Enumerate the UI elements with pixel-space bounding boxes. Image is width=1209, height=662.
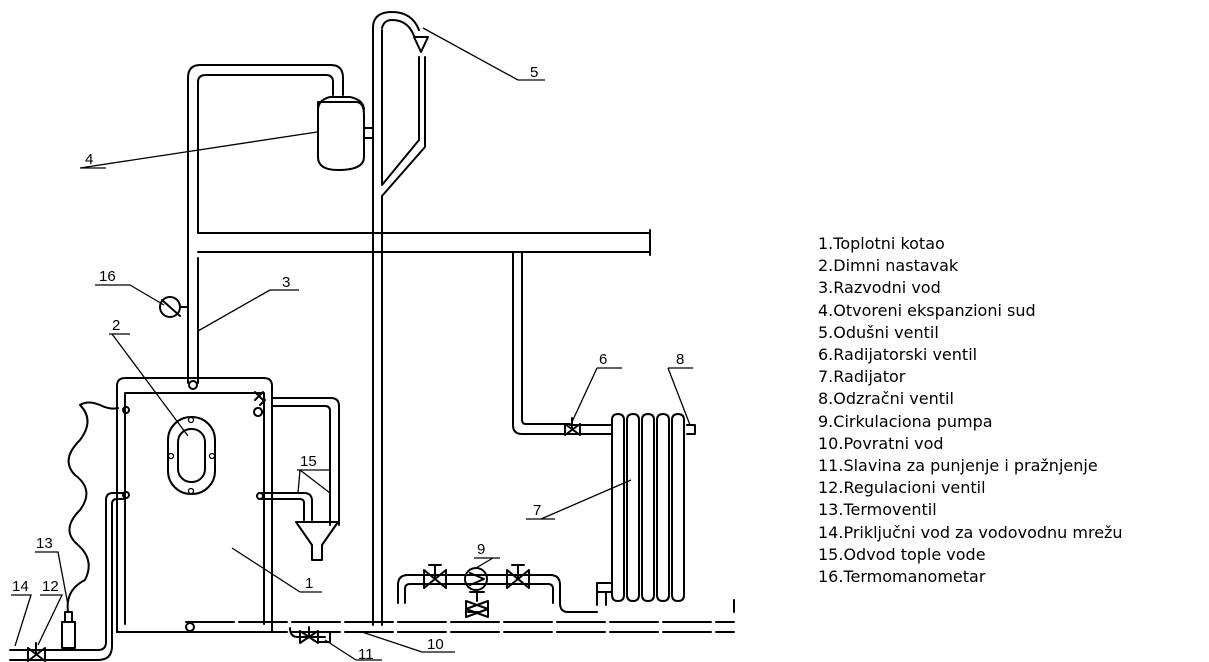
thermo-manometer — [159, 296, 189, 318]
callout-11: 11 — [358, 646, 374, 662]
callout-14: 14 — [12, 578, 29, 595]
legend-item-9: 9.Cirkulaciona pumpa — [818, 411, 993, 431]
callout-5: 5 — [530, 64, 538, 81]
callout-15: 15 — [300, 453, 317, 470]
pump-valve-right — [506, 564, 530, 589]
legend-item-2: 2.Dimni nastavak — [818, 256, 959, 276]
legend-item-16: 16.Termomanometar — [818, 567, 986, 587]
legend-item-14: 14.Priključni vod za vodovodnu mrežu — [818, 522, 1123, 542]
callout-10: 10 — [427, 636, 444, 653]
circulation-pump — [464, 567, 488, 591]
radiator — [559, 413, 696, 613]
radiator-valve — [564, 417, 581, 436]
leader-lines — [11, 27, 693, 661]
callout-8: 8 — [676, 351, 684, 368]
water-supply — [9, 401, 125, 662]
legend-item-4: 4.Otvoreni ekspanzioni sud — [818, 300, 1036, 320]
callout-1: 1 — [305, 575, 313, 592]
drain-tap — [289, 626, 331, 644]
callout-2: 2 — [112, 317, 120, 334]
legend-item-7: 7.Radijator — [818, 367, 906, 387]
return-pipe — [185, 599, 735, 633]
expansion-vessel — [317, 96, 374, 171]
legend-item-10: 10.Povratni vod — [818, 433, 944, 453]
legend-item-11: 11.Slavina za punjenje i pražnjenje — [818, 456, 1098, 476]
callout-4: 4 — [85, 151, 93, 168]
pump-circuit — [397, 574, 561, 618]
legend-item-13: 13.Termoventil — [818, 500, 937, 520]
legend-item-15: 15.Odvod tople vode — [818, 544, 986, 564]
callout-13: 13 — [36, 535, 53, 552]
legend-item-8: 8.Odzračni ventil — [818, 389, 954, 409]
hot-water-outlet — [253, 391, 340, 561]
supply-pipe — [187, 64, 651, 435]
pump-valve-left — [423, 564, 447, 589]
legend-item-12: 12.Regulacioni ventil — [818, 478, 986, 498]
callout-16: 16 — [99, 268, 116, 285]
callout-12: 12 — [42, 578, 59, 595]
legend-item-5: 5.Odušni ventil — [818, 322, 939, 342]
legend-item-6: 6.Radijatorski ventil — [818, 345, 978, 365]
vent-pipe — [372, 11, 429, 626]
legend-item-3: 3.Razvodni vod — [818, 278, 941, 298]
callout-3: 3 — [282, 274, 290, 291]
legend: 1.Toplotni kotao 2.Dimni nastavak 3.Razv… — [818, 233, 1123, 588]
callout-6: 6 — [599, 351, 607, 368]
flue-opening — [167, 416, 216, 495]
boiler — [116, 377, 273, 633]
callout-9: 9 — [477, 541, 485, 558]
callout-7: 7 — [533, 502, 541, 519]
legend-item-1: 1.Toplotni kotao — [818, 234, 945, 253]
